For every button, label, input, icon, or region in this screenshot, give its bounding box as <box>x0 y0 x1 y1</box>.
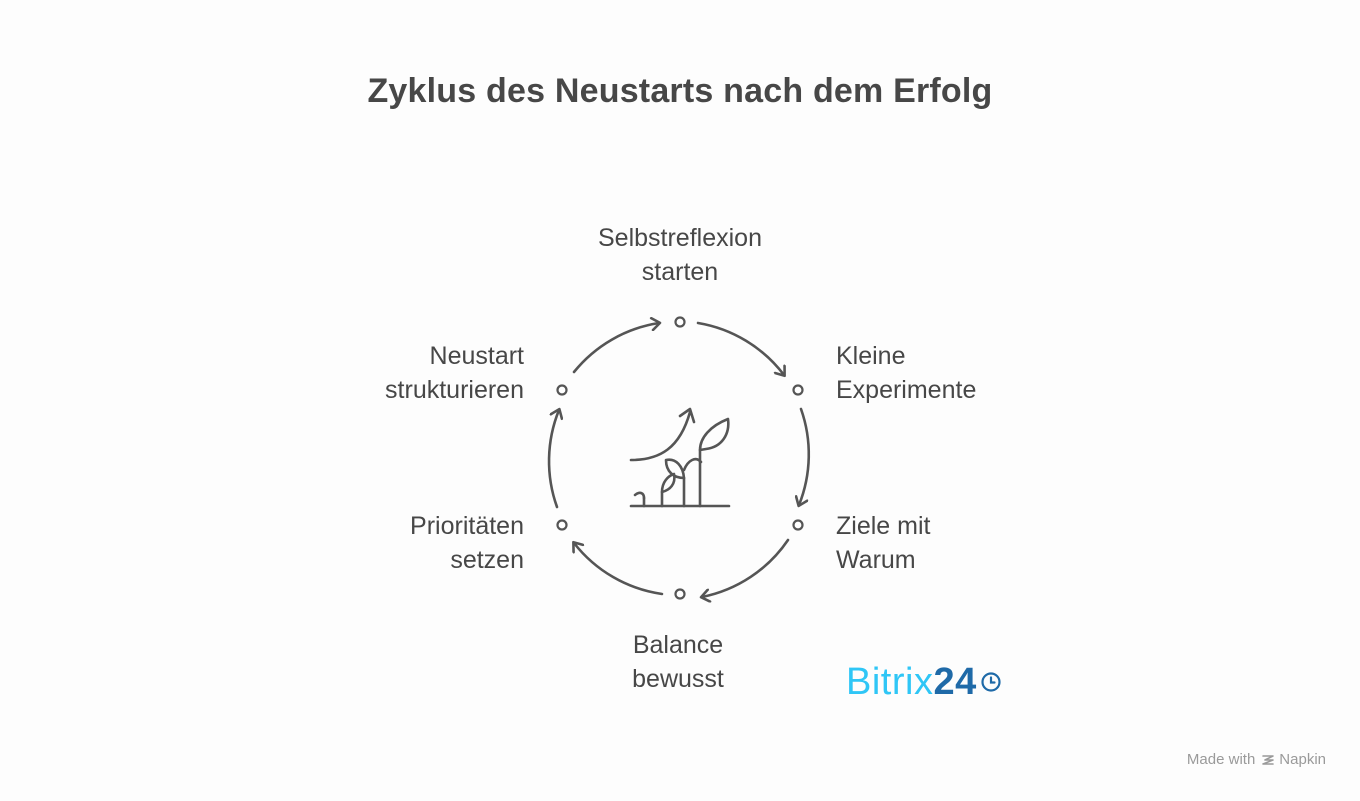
step-label-4: Balance bewusst <box>632 631 724 693</box>
node-dot-1 <box>674 316 686 328</box>
node-dot-3 <box>792 519 804 531</box>
step-label-3: Ziele mit Warum <box>836 512 931 574</box>
step-label-6: Neustart strukturieren <box>385 342 524 404</box>
made-with-label: Made with <box>1186 751 1256 768</box>
growing-plants-icon <box>629 407 731 508</box>
page-title: Zyklus des Neustarts nach dem Erfolg <box>367 72 993 110</box>
node-dot-4 <box>674 588 686 600</box>
cycle-arrow-4 <box>574 543 664 596</box>
cycle-arrow-5 <box>547 410 559 509</box>
cycle-arrow-1 <box>696 321 784 375</box>
step-label-2: Kleine Experimente <box>836 342 977 404</box>
made-with-napkin-footer: Made with Napkin <box>1187 751 1326 768</box>
node-dot-5 <box>556 519 568 531</box>
clock-icon <box>981 672 1001 692</box>
cycle-arrow-2 <box>799 407 811 505</box>
napkin-logo-icon <box>1262 754 1275 765</box>
napkin-label: Napkin <box>1279 751 1326 768</box>
step-label-1: Selbstreflexion starten <box>598 224 762 286</box>
cycle-arrow-3 <box>702 538 790 597</box>
bitrix24-logo: Bitrix24 <box>846 660 1002 704</box>
node-dot-6 <box>556 384 568 396</box>
step-label-5: Prioritäten setzen <box>410 512 524 574</box>
node-dot-2 <box>792 384 804 396</box>
cycle-arrow-6 <box>572 323 659 374</box>
